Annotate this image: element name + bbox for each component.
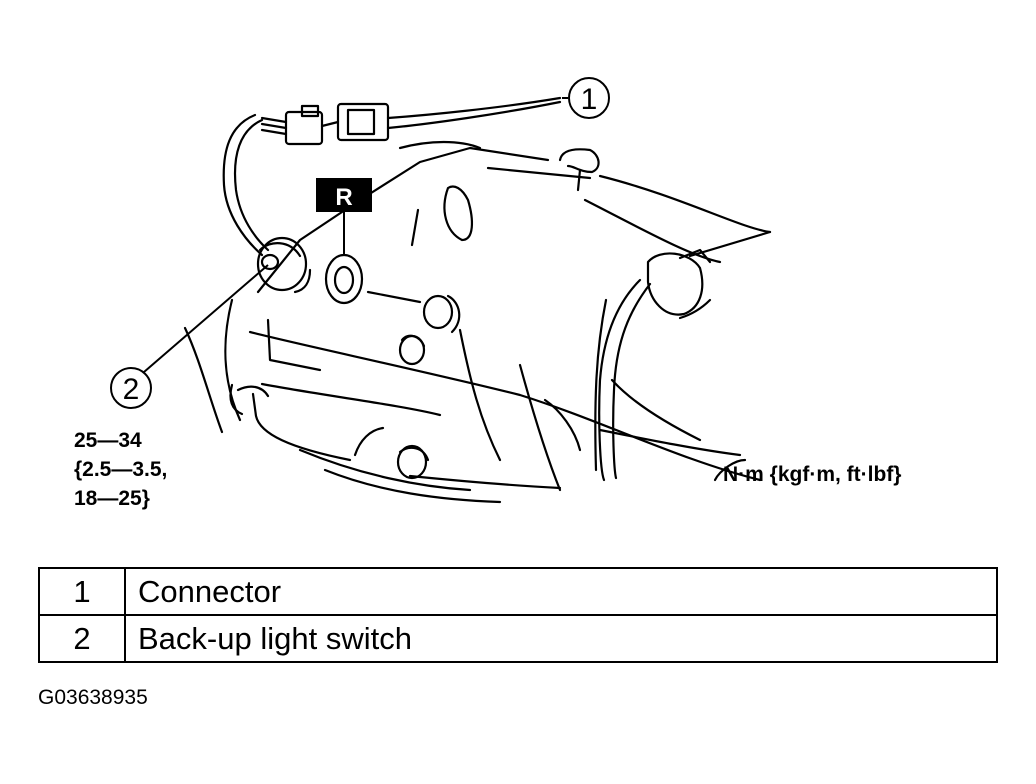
torque-spec: 25—34 {2.5—3.5, 18—25} (74, 426, 167, 513)
legend-table: 1 Connector 2 Back-up light switch (38, 567, 998, 663)
callout-1: 1 (562, 77, 610, 119)
legend-row: 2 Back-up light switch (38, 614, 998, 663)
legend-row: 1 Connector (38, 567, 998, 616)
transmission-case (183, 140, 772, 504)
reference-marker-label: R (335, 184, 352, 211)
legend-number: 1 (38, 567, 126, 616)
transmission-illustration: 1 2 R (110, 77, 772, 504)
callout-1-number: 1 (581, 83, 598, 116)
backup-light-switch (256, 236, 312, 294)
torque-spec-line3: 18—25} (74, 487, 150, 510)
callout-2-number: 2 (123, 373, 140, 406)
figure-code: G03638935 (38, 686, 148, 709)
torque-units: N·m {kgf·m, ft·lbf} (723, 463, 902, 486)
legend-label: Connector (124, 567, 998, 616)
torque-spec-line1: 25—34 (74, 429, 142, 452)
harness-right (594, 230, 772, 482)
callout-2: 2 (110, 264, 269, 409)
legend-number: 2 (38, 614, 126, 663)
reference-marker-r: R (316, 178, 372, 255)
shift-clips (410, 148, 600, 247)
legend-label: Back-up light switch (124, 614, 998, 663)
torque-spec-line2: {2.5—3.5, (74, 458, 168, 481)
bolt-bosses (366, 290, 461, 480)
washer (324, 253, 364, 305)
connector-assembly (222, 96, 562, 257)
